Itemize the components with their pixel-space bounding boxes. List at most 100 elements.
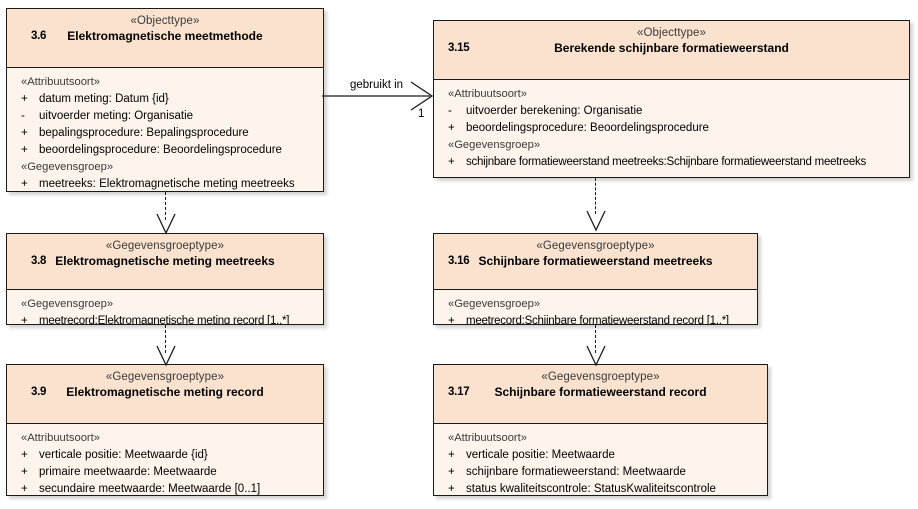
- attribute-text: status kwaliteitscontrole: StatusKwalite…: [466, 483, 716, 495]
- compartment-label-gegevensgroep: «Gegevensgroep»: [448, 298, 541, 310]
- association-label-gebruikt-in: gebruikt in: [350, 79, 404, 91]
- visibility-marker: +: [448, 449, 455, 461]
- class-title-line: 3.8 Elektromagnetische meting meetreeks: [7, 253, 323, 269]
- attribute-text: uitvoerder meting: Organisatie: [39, 110, 194, 122]
- attribute-text: primaire meetwaarde: Meetwaarde: [39, 466, 217, 478]
- attribute-text: schijnbare formatieweerstand: Meetwaarde: [466, 466, 686, 478]
- compartment-label-gegevensgroep: «Gegevensgroep»: [21, 298, 114, 310]
- attribute-row[interactable]: + secundaire meetwaarde: Meetwaarde [0..1…: [7, 481, 323, 495]
- attribute-row[interactable]: + beoordelingsprocedure: Beoordelingsproc…: [434, 120, 909, 137]
- attribute-row[interactable]: +bepalingsprocedure: Bepalingsprocedure: [7, 125, 323, 142]
- class-body: «Attribuutsoort» +verticale positie: Mee…: [7, 424, 323, 495]
- class-stereotype: «Gegevensgroeptype»: [105, 240, 225, 252]
- attribute-text: beoordelingsprocedure: Beoordelingsproce…: [466, 122, 709, 134]
- attribute-row[interactable]: + verticale positie: Meetwaarde {id}: [7, 447, 323, 464]
- attribute-row[interactable]: +schijnbare formatieweerstand meetreeks:…: [434, 154, 909, 171]
- attribute-row[interactable]: +beoordelingsprocedure: Beoordelingsproc…: [7, 142, 323, 159]
- visibility-marker: +: [448, 483, 455, 495]
- connector-dependency-315-316-arrowhead: [586, 210, 606, 232]
- connector-dependency-315-316-line[interactable]: [595, 178, 596, 214]
- attribute-text: verticale positie: Meetwaarde {id}: [39, 449, 208, 461]
- class-stereotype: «Gegevensgroeptype»: [536, 240, 655, 252]
- attribute-text: meetreeks: Elektromagnetische meting mee…: [39, 178, 295, 190]
- class-number: 3.9: [31, 386, 47, 398]
- class-box-elektromagnetische-meting-meetreeks[interactable]: «Gegevensgroeptype» 3.8 Elektromagnetisc…: [6, 233, 324, 325]
- class-title-line: 3.17 Schijnbare formatieweerstand record: [434, 384, 767, 400]
- class-body: «Gegevensgroep» + meetrecord:Schijnbare f…: [434, 290, 757, 325]
- attribute-row[interactable]: + primaire meetwaarde: Meetwaarde: [7, 464, 323, 481]
- attribute-text: meetrecord:Elektromagnetische meting rec…: [39, 315, 290, 325]
- class-box-elektromagnetische-meetmethode[interactable]: «Objecttype» 3.6 Elektromagnetische meet…: [6, 8, 324, 192]
- class-name: Elektromagnetische meetmethode: [67, 29, 263, 43]
- attribute-text: meetrecord:Schijnbare formatieweerstand …: [466, 315, 729, 325]
- class-header: «Objecttype» 3.15 Berekende schijnbare f…: [434, 21, 909, 80]
- class-name: Schijnbare formatieweerstand record: [494, 385, 707, 399]
- class-body: «Gegevensgroep» + meetrecord:Elektromagne…: [7, 290, 323, 325]
- attribute-row[interactable]: + verticale positie: Meetwaarde: [434, 447, 767, 464]
- attribute-text: uitvoerder berekening: Organisatie: [466, 105, 643, 117]
- connector-dependency-38-39-line[interactable]: [165, 325, 166, 353]
- class-title-line: 3.16 Schijnbare formatieweerstand meetre…: [434, 253, 757, 269]
- connector-dependency-38-39-arrowhead: [156, 345, 176, 367]
- compartment-label-attribuutsoort: «Attribuutsoort»: [448, 432, 527, 444]
- attribute-text: verticale positie: Meetwaarde: [466, 449, 615, 461]
- visibility-marker: +: [448, 122, 455, 134]
- connector-dependency-36-38-arrowhead: [156, 213, 176, 235]
- compartment-label-gegevensgroep: «Gegevensgroep»: [21, 161, 114, 173]
- attribute-row[interactable]: -uitvoerder berekening: Organisatie: [434, 103, 909, 120]
- attribute-row[interactable]: + meetreeks: Elektromagnetische meting me…: [7, 176, 323, 191]
- class-name: Schijnbare formatieweerstand meetreeks: [478, 254, 713, 268]
- attribute-row[interactable]: + status kwaliteitscontrole: StatusKwalit…: [434, 481, 767, 495]
- class-number: 3.6: [31, 30, 47, 42]
- attribute-row[interactable]: - uitvoerder meting: Organisatie: [7, 108, 323, 125]
- visibility-marker: +: [21, 144, 28, 156]
- class-number: 3.16: [448, 255, 470, 267]
- class-name: Elektromagnetische meting record: [66, 385, 264, 399]
- class-name: Elektromagnetische meting meetreeks: [55, 254, 275, 268]
- visibility-marker: +: [21, 315, 28, 325]
- attribute-row[interactable]: + meetrecord:Schijnbare formatieweerstand…: [434, 313, 757, 325]
- class-stereotype: «Gegevensgroeptype»: [105, 371, 225, 383]
- class-box-elektromagnetische-meting-record[interactable]: «Gegevensgroeptype» 3.9 Elektromagnetisc…: [6, 364, 324, 496]
- connector-dependency-316-317-arrowhead: [586, 345, 606, 367]
- attribute-row[interactable]: + datum meting: Datum {id}: [7, 91, 323, 108]
- class-stereotype: «Gegevensgroeptype»: [541, 371, 660, 383]
- attribute-text: datum meting: Datum {id}: [39, 93, 169, 105]
- class-number: 3.17: [448, 386, 470, 398]
- class-header: «Gegevensgroeptype» 3.9 Elektromagnetisc…: [7, 365, 323, 424]
- class-header: «Gegevensgroeptype» 3.16 Schijnbare form…: [434, 234, 757, 290]
- connector-association-gebruikt-in[interactable]: [322, 78, 440, 124]
- class-name: Berekende schijnbare formatieweerstand: [554, 41, 789, 55]
- class-body: «Attribuutsoort» -uitvoerder berekening:…: [434, 80, 909, 177]
- class-title-line: 3.9 Elektromagnetische meting record: [7, 384, 323, 400]
- visibility-marker: +: [21, 483, 28, 495]
- attribute-row[interactable]: + meetrecord:Elektromagnetische meting re…: [7, 313, 323, 325]
- visibility-marker: +: [21, 466, 28, 478]
- visibility-marker: -: [21, 110, 25, 122]
- compartment-label-attribuutsoort: «Attribuutsoort»: [448, 88, 527, 100]
- connector-dependency-316-317-line[interactable]: [595, 325, 596, 353]
- visibility-marker: +: [448, 466, 455, 478]
- attribute-row[interactable]: + schijnbare formatieweerstand: Meetwaard…: [434, 464, 767, 481]
- visibility-marker: +: [21, 449, 28, 461]
- visibility-marker: +: [21, 127, 28, 139]
- visibility-marker: +: [21, 93, 28, 105]
- association-multiplicity-target: 1: [418, 108, 425, 120]
- attribute-text: secundaire meetwaarde: Meetwaarde [0..1]: [39, 483, 261, 495]
- connector-dependency-36-38-line[interactable]: [165, 192, 166, 220]
- class-number: 3.15: [448, 42, 470, 54]
- class-stereotype: «Objecttype»: [130, 15, 200, 27]
- class-box-schijnbare-formatieweerstand-record[interactable]: «Gegevensgroeptype» 3.17 Schijnbare form…: [433, 364, 768, 496]
- class-box-berekende-schijnbare-formatieweerstand[interactable]: «Objecttype» 3.15 Berekende schijnbare f…: [433, 20, 910, 178]
- class-title-line: 3.6 Elektromagnetische meetmethode: [7, 28, 323, 44]
- class-header: «Gegevensgroeptype» 3.17 Schijnbare form…: [434, 365, 767, 424]
- class-stereotype: «Objecttype»: [637, 27, 706, 39]
- class-body: «Attribuutsoort» + verticale positie: Mee…: [434, 424, 767, 495]
- visibility-marker: +: [21, 178, 28, 190]
- class-title-line: 3.15 Berekende schijnbare formatieweerst…: [434, 40, 909, 56]
- visibility-marker: +: [448, 315, 455, 325]
- class-header: «Objecttype» 3.6 Elektromagnetische meet…: [7, 9, 323, 68]
- class-box-schijnbare-formatieweerstand-meetreeks[interactable]: «Gegevensgroeptype» 3.16 Schijnbare form…: [433, 233, 758, 325]
- compartment-label-attribuutsoort: «Attribuutsoort»: [21, 76, 100, 88]
